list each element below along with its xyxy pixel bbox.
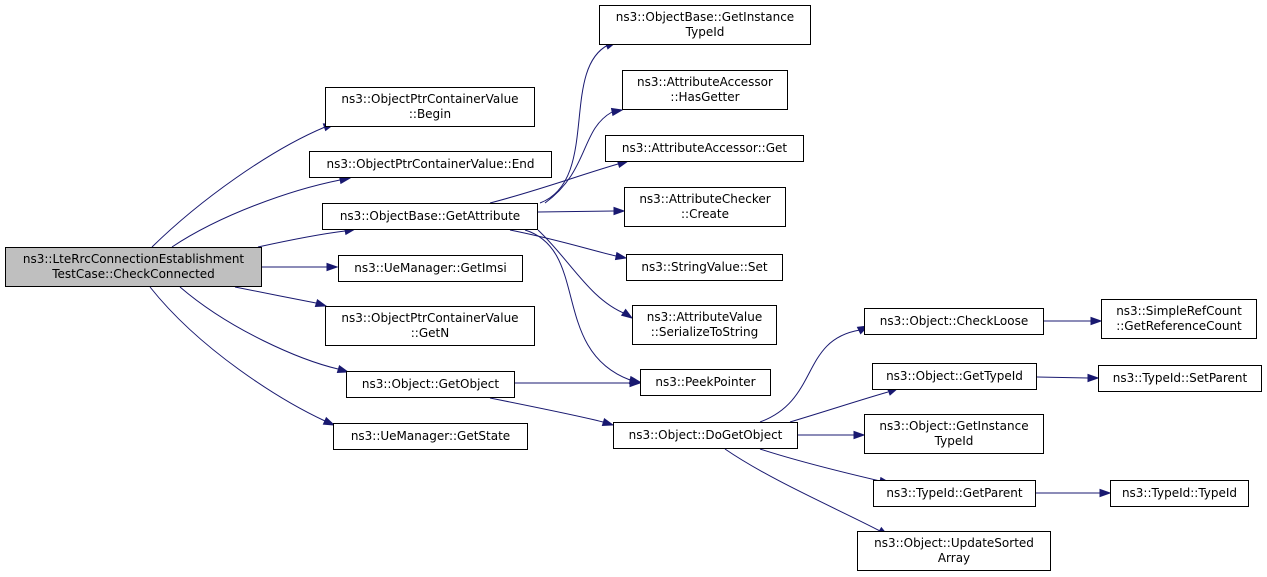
node-label: ns3::Object::GetTypeId bbox=[886, 369, 1023, 383]
node-object-getobject[interactable]: ns3::Object::GetObject bbox=[346, 371, 515, 398]
node-label: ns3::TypeId::GetParent bbox=[886, 486, 1023, 500]
node-uemanager-getimsi[interactable]: ns3::UeManager::GetImsi bbox=[338, 255, 523, 282]
node-object-gettypeid[interactable]: ns3::Object::GetTypeId bbox=[872, 363, 1037, 390]
node-object-dogetobject[interactable]: ns3::Object::DoGetObject bbox=[613, 422, 798, 449]
edge-root-end bbox=[171, 179, 341, 248]
edge-ga-peekpointer bbox=[524, 229, 631, 381]
edge-root-getstate-arrowhead bbox=[322, 416, 336, 426]
node-objectbase-getattribute[interactable]: ns3::ObjectBase::GetAttribute bbox=[322, 203, 538, 230]
edge-gettypeid-setparent-arrowhead bbox=[1087, 373, 1100, 383]
node-label: ns3::UeManager::GetState bbox=[350, 429, 511, 443]
node-label: ns3::LteRrcConnectionEstablishment TestC… bbox=[22, 252, 245, 281]
edge-dgo-checkloose bbox=[759, 329, 861, 423]
node-objectptrcontainervalue-getn[interactable]: ns3::ObjectPtrContainerValue ::GetN bbox=[325, 306, 535, 346]
node-label: ns3::ObjectBase::GetInstance TypeId bbox=[615, 10, 795, 39]
node-label: ns3::StringValue::Set bbox=[641, 260, 768, 274]
node-typeid-setparent[interactable]: ns3::TypeId::SetParent bbox=[1098, 365, 1262, 392]
node-label: ns3::Object::DoGetObject bbox=[628, 428, 783, 442]
edge-ga-svset-arrowhead bbox=[614, 251, 628, 261]
edge-root-getobject-arrowhead bbox=[336, 364, 350, 374]
node-label: ns3::PeekPointer bbox=[655, 375, 756, 389]
edge-ga-create bbox=[537, 210, 615, 213]
node-object-getinstancetypeid[interactable]: ns3::Object::GetInstance TypeId bbox=[864, 414, 1044, 454]
node-attributevalue-serializetostring[interactable]: ns3::AttributeValue ::SerializeToString bbox=[632, 305, 777, 345]
edge-root-getn bbox=[234, 286, 317, 304]
edge-root-getstate bbox=[149, 286, 326, 422]
node-label: ns3::Object::GetInstance TypeId bbox=[879, 419, 1029, 448]
node-stringvalue-set[interactable]: ns3::StringValue::Set bbox=[626, 254, 783, 281]
edge-dgo-getinstancetypeid-arrowhead bbox=[853, 430, 866, 440]
edge-ga-svset bbox=[509, 229, 617, 257]
edge-ga-create-arrowhead bbox=[613, 206, 626, 216]
node-simplerefcount-getreferencecount[interactable]: ns3::SimpleRefCount ::GetReferenceCount bbox=[1101, 299, 1257, 339]
node-label: ns3::UeManager::GetImsi bbox=[354, 261, 507, 275]
node-label: ns3::Object::CheckLoose bbox=[879, 314, 1029, 328]
node-label: ns3::AttributeChecker ::Create bbox=[639, 192, 771, 221]
edge-root-getobject bbox=[179, 286, 339, 370]
edge-getobject-peekpointer-arrowhead bbox=[629, 378, 642, 388]
node-typeid-getparent[interactable]: ns3::TypeId::GetParent bbox=[873, 480, 1036, 507]
node-label: ns3::AttributeAccessor::Get bbox=[621, 141, 788, 155]
edge-dgo-getparent bbox=[759, 448, 881, 482]
node-label: ns3::TypeId::TypeId bbox=[1121, 486, 1238, 500]
node-label: ns3::ObjectPtrContainerValue ::Begin bbox=[341, 92, 519, 121]
node-object-updatesortedarray[interactable]: ns3::Object::UpdateSorted Array bbox=[857, 531, 1051, 571]
edge-root-getimsi-arrowhead bbox=[326, 262, 339, 272]
edge-root-begin bbox=[151, 126, 326, 248]
edge-checkloose-refcount-arrowhead bbox=[1090, 316, 1103, 326]
node-objectptrcontainervalue-end[interactable]: ns3::ObjectPtrContainerValue::End bbox=[309, 151, 552, 178]
node-label: ns3::AttributeValue ::SerializeToString bbox=[646, 310, 763, 339]
edge-dgo-updatesorted bbox=[724, 448, 881, 532]
node-label: ns3::Object::UpdateSorted Array bbox=[874, 536, 1034, 565]
node-label: ns3::TypeId::SetParent bbox=[1112, 371, 1248, 385]
node-attributechecker-create[interactable]: ns3::AttributeChecker ::Create bbox=[624, 187, 786, 227]
edge-getobject-dogetobject bbox=[489, 397, 604, 423]
node-label: ns3::AttributeAccessor ::HasGetter bbox=[637, 75, 773, 104]
edge-ga-serialize-arrowhead bbox=[620, 308, 634, 319]
node-label: ns3::ObjectPtrContainerValue ::GetN bbox=[341, 311, 519, 340]
edge-root-getattribute bbox=[257, 230, 346, 248]
node-label: ns3::ObjectPtrContainerValue::End bbox=[326, 157, 535, 171]
edge-ga-getinstancetypeid bbox=[539, 44, 609, 204]
node-attributeaccessor-get[interactable]: ns3::AttributeAccessor::Get bbox=[605, 135, 804, 162]
node-peekpointer[interactable]: ns3::PeekPointer bbox=[640, 369, 771, 396]
node-object-checkloose[interactable]: ns3::Object::CheckLoose bbox=[864, 308, 1044, 335]
node-label: ns3::Object::GetObject bbox=[361, 377, 500, 391]
node-uemanager-getstate[interactable]: ns3::UeManager::GetState bbox=[333, 423, 528, 450]
edge-ga-hasgetter bbox=[544, 111, 613, 204]
node-objectbase-getinstancetypeid[interactable]: ns3::ObjectBase::GetInstance TypeId bbox=[599, 5, 811, 45]
node-objectptrcontainervalue-begin[interactable]: ns3::ObjectPtrContainerValue ::Begin bbox=[325, 87, 535, 127]
edge-ga-serialize bbox=[537, 229, 627, 315]
node-attributeaccessor-hasgetter[interactable]: ns3::AttributeAccessor ::HasGetter bbox=[622, 70, 788, 110]
edge-getparent-typeid-arrowhead bbox=[1099, 488, 1112, 498]
edge-gettypeid-setparent bbox=[1036, 376, 1089, 379]
edge-ga-aaget bbox=[489, 163, 619, 204]
node-root-checkconnected: ns3::LteRrcConnectionEstablishment TestC… bbox=[5, 247, 262, 287]
edge-root-getn-arrowhead bbox=[314, 298, 328, 308]
edge-ga-hasgetter-arrowhead bbox=[610, 107, 624, 117]
node-label: ns3::SimpleRefCount ::GetReferenceCount bbox=[1116, 304, 1242, 333]
edge-getobject-dogetobject-arrowhead bbox=[601, 417, 615, 427]
node-typeid-typeid[interactable]: ns3::TypeId::TypeId bbox=[1110, 480, 1249, 507]
node-label: ns3::ObjectBase::GetAttribute bbox=[339, 209, 521, 223]
edge-dgo-gettypeid bbox=[789, 391, 889, 423]
